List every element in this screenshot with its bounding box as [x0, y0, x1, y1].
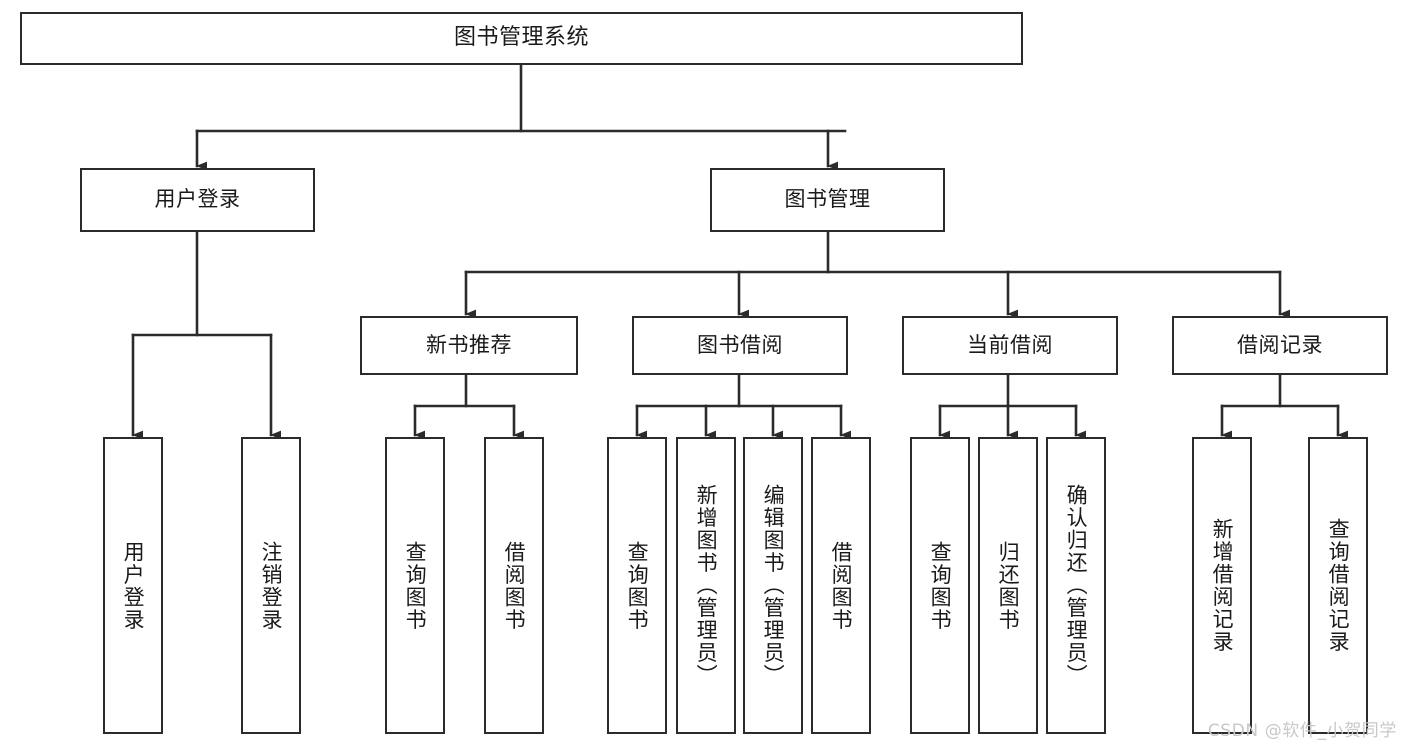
node-leaf-query-record[interactable]: 查询借阅记录: [1308, 437, 1368, 734]
node-user-login-label: 用户登录: [154, 187, 241, 212]
node-current-borrow[interactable]: 当前借阅: [902, 316, 1118, 375]
node-leaf-add-book[interactable]: 新增图书（管理员）: [676, 437, 736, 734]
node-leaf-confirm-return[interactable]: 确认归还（管理员）: [1046, 437, 1106, 734]
csdn-watermark: CSDN @软件_小贺同学: [1207, 721, 1397, 741]
node-book-management[interactable]: 图书管理: [710, 168, 945, 232]
node-book-management-label: 图书管理: [784, 187, 871, 212]
node-new-book-recommend-label: 新书推荐: [426, 332, 512, 357]
node-leaf-query-book-2[interactable]: 查询图书: [607, 437, 667, 734]
node-leaf-query-book-1-label: 查询图书: [403, 540, 428, 631]
node-leaf-add-record[interactable]: 新增借阅记录: [1192, 437, 1252, 734]
node-leaf-query-book-2-label: 查询图书: [625, 540, 650, 631]
node-book-borrow[interactable]: 图书借阅: [632, 316, 848, 375]
node-leaf-user-login-label: 用户登录: [121, 540, 146, 631]
node-leaf-user-logout[interactable]: 注销登录: [241, 437, 301, 734]
node-root-label: 图书管理系统: [453, 25, 589, 51]
node-leaf-confirm-return-label: 确认归还（管理员）: [1064, 484, 1089, 687]
node-leaf-borrow-book-1[interactable]: 借阅图书: [484, 437, 544, 734]
node-leaf-edit-book-label: 编辑图书（管理员）: [761, 484, 786, 687]
node-current-borrow-label: 当前借阅: [967, 332, 1053, 357]
node-leaf-query-book-1[interactable]: 查询图书: [385, 437, 445, 734]
node-leaf-add-book-label: 新增图书（管理员）: [694, 484, 719, 687]
node-new-book-recommend[interactable]: 新书推荐: [360, 316, 578, 375]
node-root-book-management-system[interactable]: 图书管理系统: [20, 12, 1023, 65]
node-leaf-user-logout-label: 注销登录: [259, 540, 284, 631]
node-user-login[interactable]: 用户登录: [80, 168, 315, 232]
node-leaf-query-record-label: 查询借阅记录: [1326, 518, 1351, 653]
node-leaf-return-book[interactable]: 归还图书: [978, 437, 1038, 734]
node-leaf-add-record-label: 新增借阅记录: [1210, 518, 1235, 653]
node-leaf-return-book-label: 归还图书: [996, 540, 1021, 631]
node-borrow-record-label: 借阅记录: [1237, 332, 1323, 357]
node-book-borrow-label: 图书借阅: [697, 332, 783, 357]
node-leaf-borrow-book-2-label: 借阅图书: [829, 540, 854, 631]
node-leaf-borrow-book-1-label: 借阅图书: [502, 540, 527, 631]
node-leaf-query-book-3-label: 查询图书: [928, 540, 953, 631]
node-leaf-borrow-book-2[interactable]: 借阅图书: [811, 437, 871, 734]
node-leaf-user-login[interactable]: 用户登录: [103, 437, 163, 734]
node-leaf-edit-book[interactable]: 编辑图书（管理员）: [743, 437, 803, 734]
node-borrow-record[interactable]: 借阅记录: [1172, 316, 1388, 375]
node-leaf-query-book-3[interactable]: 查询图书: [910, 437, 970, 734]
